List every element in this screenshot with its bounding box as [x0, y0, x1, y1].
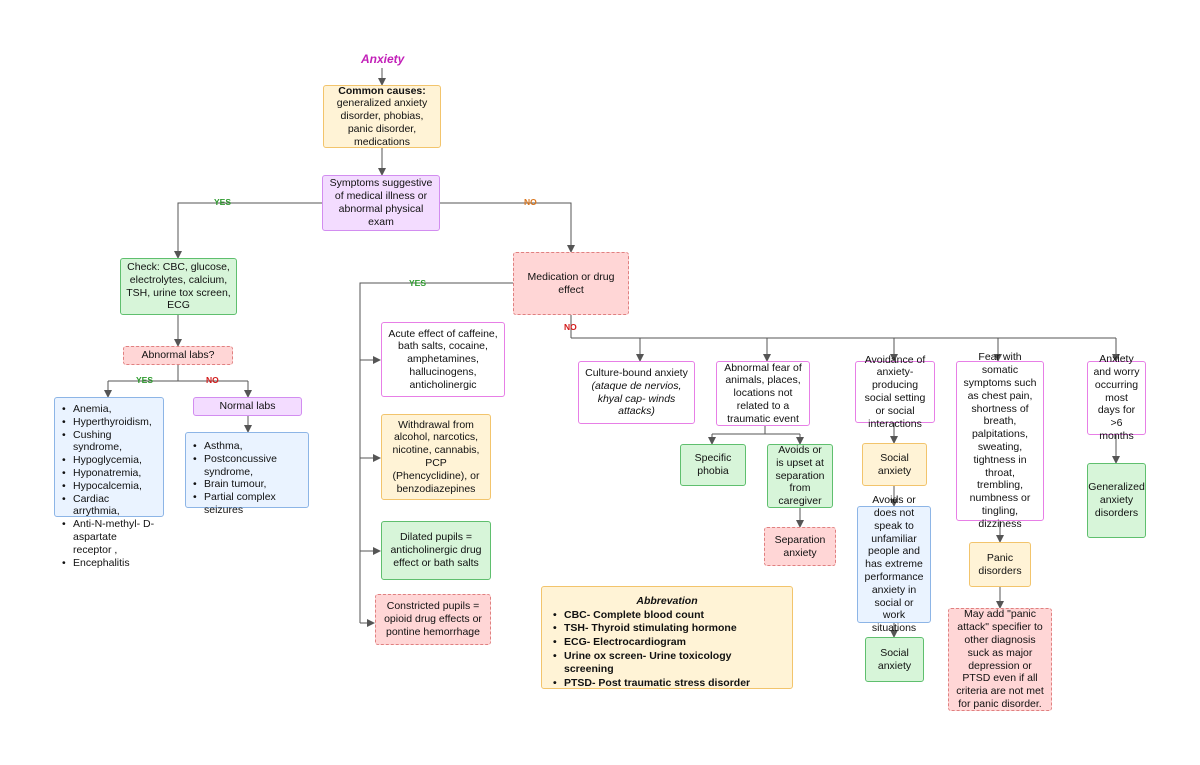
abbreviation-item: TSH- Thyroid stimulating hormone [553, 622, 782, 636]
abnormal-labs-list-node: Anemia,Hyperthyroidism,Cushing syndrome,… [54, 397, 164, 569]
normal-labs-list: Asthma,Postconcussive syndrome,Brain tum… [192, 440, 302, 517]
panic-attack-specifier-node: May add "panic attack" specifier to othe… [948, 608, 1052, 711]
abbreviation-box: Abbrevation CBC- Complete blood countTSH… [541, 586, 793, 691]
normal-labs-item: Brain tumour, [193, 478, 302, 491]
generalized-anxiety-node: Generalized anxiety disorders [1087, 463, 1146, 538]
edge-label-no-medication: NO [564, 322, 577, 332]
edge-label-yes-labs: YES [136, 375, 154, 385]
avoids-separation-node: Avoids or is upset at separation from ca… [767, 444, 833, 508]
edge-label-no-labs: NO [206, 375, 219, 385]
abnormal-labs-item: Anti-N-methyl- D-aspartate receptor , [62, 518, 157, 556]
withdrawal-node: Withdrawal from alcohol, narcotics, nico… [381, 414, 491, 500]
symptoms-node: Symptoms suggestive of medical illness o… [322, 175, 440, 231]
constricted-pupils-node: Constricted pupils = opioid drug effects… [375, 594, 491, 645]
anxiety-worry-node: Anxiety and worry occurring most days fo… [1087, 353, 1146, 442]
normal-labs-item: Partial complex seizures [193, 491, 302, 517]
social-anxiety-node-1: Social anxiety [862, 443, 927, 486]
abbreviation-list: CBC- Complete blood countTSH- Thyroid st… [552, 609, 782, 691]
edge-label-no-medical: NO [524, 197, 537, 207]
dilated-pupils-node: Dilated pupils = anticholinergic drug ef… [381, 521, 491, 580]
abbreviation-item: Urine ox screen- Urine toxicology screen… [553, 650, 782, 677]
common-causes-node: Common causes: generalized anxiety disor… [323, 85, 441, 148]
abnormal-labs-item: Hypocalcemia, [62, 480, 157, 493]
normal-labs-list-node: Asthma,Postconcussive syndrome,Brain tum… [185, 432, 309, 516]
medication-node: Medication or drug effect [513, 252, 629, 315]
abbreviation-item: PTSD- Post traumatic stress disorder [553, 677, 782, 691]
abnormal-labs-item: Hyperthyroidism, [62, 416, 157, 429]
abnormal-labs-item: Anemia, [62, 403, 157, 416]
abnormal-labs-item: Hypoglycemia, [62, 454, 157, 467]
avoidance-social-node: Avoidance of anxiety-producing social se… [855, 354, 935, 430]
abbreviation-item: CBC- Complete blood count [553, 609, 782, 623]
acute-effect-node: Acute effect of caffeine, bath salts, co… [381, 322, 505, 397]
common-causes-heading: Common causes: [338, 84, 426, 97]
panic-disorders-node: Panic disorders [969, 542, 1031, 587]
avoids-speak-node: Avoids or does not speak to unfamiliar p… [857, 494, 931, 634]
abbreviation-heading: Abbrevation [636, 595, 698, 607]
abnormal-labs-item: Encephalitis [62, 557, 157, 570]
abbreviation-item: ECG- Electrocardiogram [553, 636, 782, 650]
social-anxiety-node-2: Social anxiety [865, 637, 924, 682]
diagram-title: Anxiety [361, 52, 405, 66]
abnormal-fear-node: Abnormal fear of animals, places, locati… [716, 361, 810, 426]
edge-label-yes-medical: YES [214, 197, 232, 207]
normal-labs-item: Asthma, [193, 440, 302, 453]
check-labs-node: Check: CBC, glucose, electrolytes, calci… [120, 258, 237, 315]
edge-label-yes-medication: YES [409, 278, 427, 288]
normal-labs-item: Postconcussive syndrome, [193, 453, 302, 479]
abnormal-labs-item: Cardiac arrythmia, [62, 493, 157, 519]
fear-somatic-node: Fear with somatic symptoms such as chest… [956, 351, 1044, 530]
culture-bound-examples: (ataque de nervios, khyal cap- winds att… [591, 379, 682, 418]
abnormal-labs-item: Cushing syndrome, [62, 429, 157, 455]
abnormal-labs-list: Anemia,Hyperthyroidism,Cushing syndrome,… [61, 403, 157, 569]
abnormal-labs-item: Hyponatremia, [62, 467, 157, 480]
specific-phobia-node: Specific phobia [680, 444, 746, 486]
abnormal-labs-node: Abnormal labs? [123, 346, 233, 365]
culture-bound-node: Culture-bound anxiety (ataque de nervios… [578, 361, 695, 424]
separation-anxiety-node: Separation anxiety [764, 527, 836, 566]
normal-labs-node: Normal labs [193, 397, 302, 416]
common-causes-text: generalized anxiety disorder, phobias, p… [336, 97, 428, 148]
culture-bound-heading: Culture-bound anxiety [585, 366, 688, 379]
